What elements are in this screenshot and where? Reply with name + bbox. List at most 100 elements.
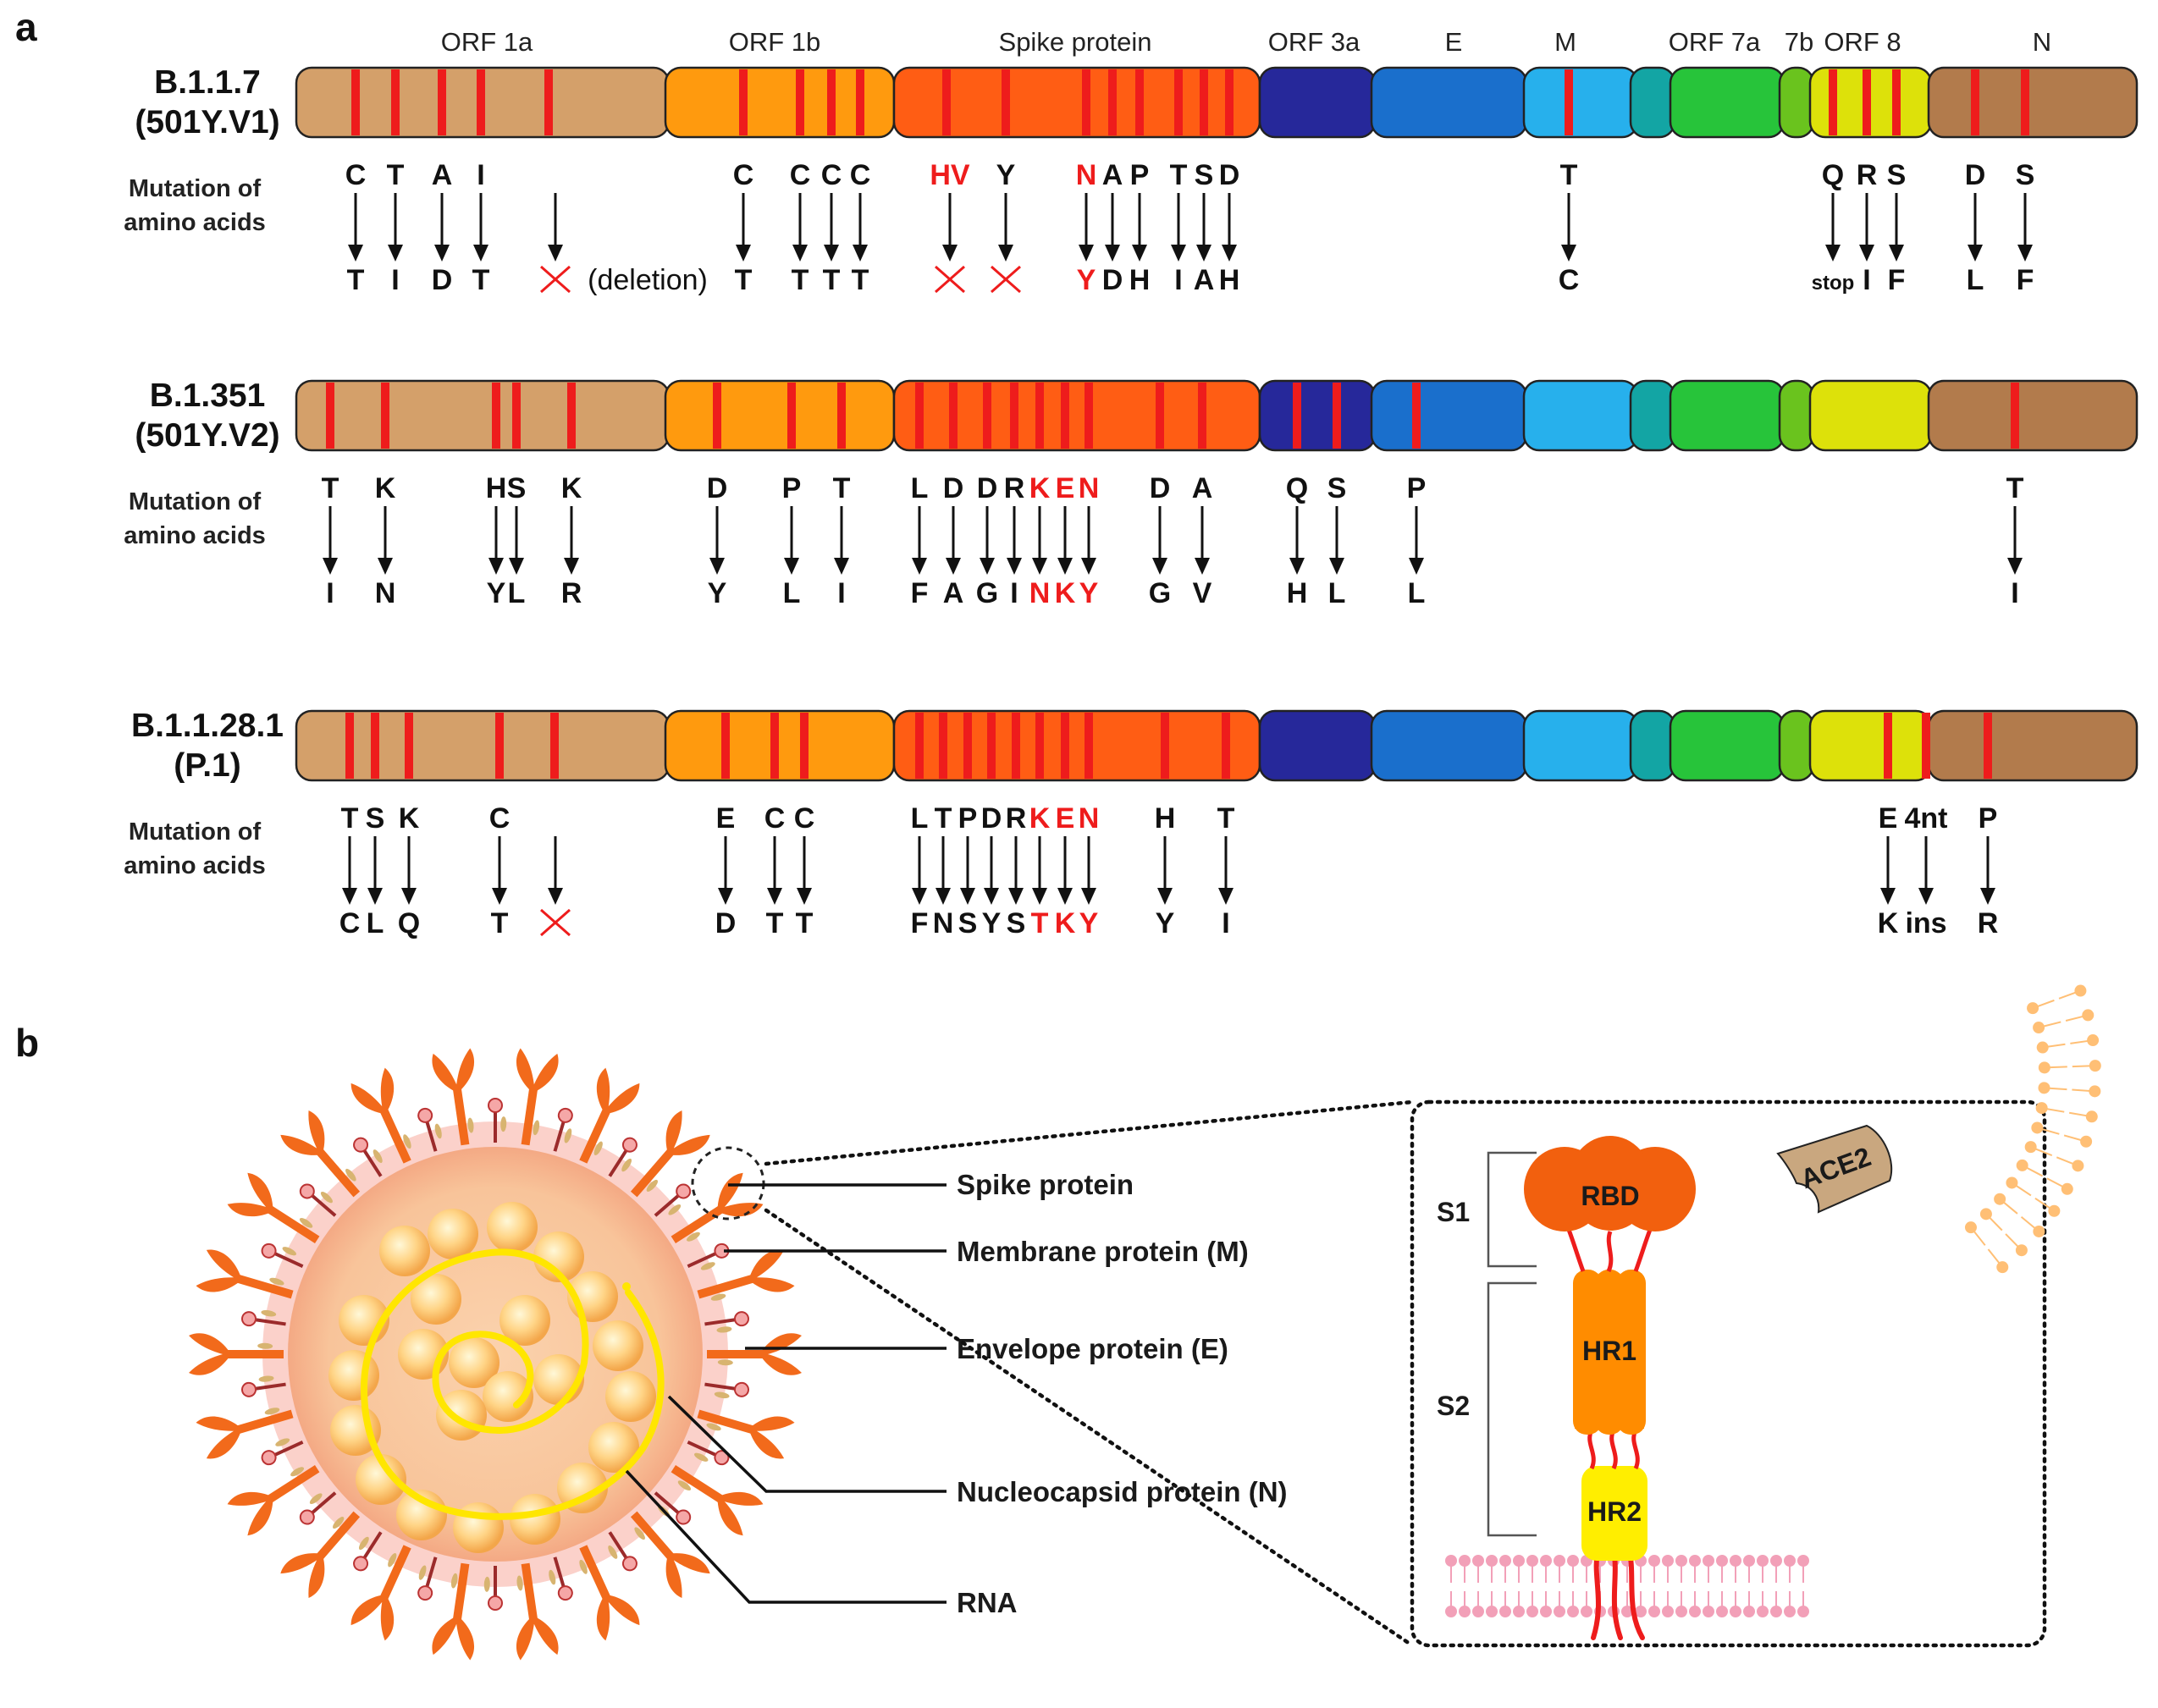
spike-head <box>596 1594 640 1641</box>
envelope-protein <box>621 1158 632 1172</box>
mutation-stripe <box>800 713 809 779</box>
mutation-to-label: T <box>347 264 365 296</box>
membrane-protein-stem <box>687 1251 718 1268</box>
mutation-from-label: D <box>1965 159 1986 191</box>
envelope-protein <box>258 1375 274 1382</box>
mutation-from-label: H <box>1155 802 1176 835</box>
membrane-protein-stem <box>704 1382 737 1391</box>
mutation-from-label: T <box>1560 159 1578 191</box>
ace2-cell-membrane <box>1964 984 2101 1274</box>
spike-glycoprotein <box>196 1409 294 1459</box>
gene-label-spike-protein: Spike protein <box>999 27 1152 57</box>
mutation-from-label: E <box>1879 802 1898 835</box>
membrane-protein-stem <box>362 1148 383 1177</box>
ace2-lipid-tail-inner <box>2011 1182 2032 1197</box>
gene-label-orf-3a: ORF 3a <box>1268 27 1360 57</box>
gene-segment-orf-3a <box>1258 709 1377 782</box>
mutation-arrow-head <box>1980 888 1995 905</box>
mutation-to-label: S <box>1007 907 1026 939</box>
mutation-arrow-head <box>564 558 579 575</box>
mutation-from-label: D <box>977 472 998 504</box>
mutation-stripe <box>550 713 559 779</box>
mutation-stripe <box>351 69 360 135</box>
mutation-arrow-head <box>946 558 961 575</box>
membrane-protein-stem <box>273 1441 304 1457</box>
mutation-from-label: P <box>782 472 802 504</box>
membrane-protein <box>704 1381 750 1397</box>
mutation-from-label: HV <box>930 159 970 191</box>
mutation-arrow-head <box>1081 558 1096 575</box>
nucleocapsid-bead <box>510 1494 560 1545</box>
mutation-arrow-head <box>1105 245 1120 262</box>
ace2-lipid-tail-inner <box>1985 1213 2003 1231</box>
spike-glycoprotein <box>697 1249 795 1299</box>
rbd-label: RBD <box>1581 1181 1639 1211</box>
mutation-arrow-head <box>2007 558 2023 575</box>
mutation-label-line2: amino acids <box>124 522 266 549</box>
spike-head <box>350 1594 395 1641</box>
ace2-lipid-tail-inner <box>1970 1226 1986 1246</box>
membrane-protein-head <box>714 1242 730 1259</box>
envelope-protein-body <box>564 1128 572 1143</box>
lipid-head-top <box>1472 1555 1484 1567</box>
nucleocapsid-bead <box>483 1371 533 1422</box>
spike-head <box>596 1067 640 1115</box>
membrane-protein-head <box>734 1381 750 1397</box>
envelope-protein-body <box>579 1559 588 1574</box>
spike-head <box>280 1110 325 1155</box>
envelope-protein <box>269 1277 284 1286</box>
mutation-label-line1: Mutation of <box>129 175 262 202</box>
envelope-protein-body <box>309 1493 323 1504</box>
nucleocapsid-bead <box>411 1274 461 1325</box>
mutation-to-label: A <box>1194 264 1215 296</box>
membrane-protein <box>608 1531 637 1572</box>
spike-glycoprotein <box>707 1333 802 1375</box>
gene-segment-orf6 <box>1629 66 1676 139</box>
mutation-to-label: C <box>339 907 361 939</box>
ace2-lipid-tail-inner <box>1999 1198 2018 1215</box>
lipid-head-bottom <box>1581 1606 1592 1617</box>
envelope-protein-body <box>290 1467 305 1477</box>
envelope-protein-body <box>677 1480 692 1491</box>
mutation-arrow-head <box>401 888 417 905</box>
envelope-protein-body <box>646 1179 658 1192</box>
membrane-protein <box>299 1491 337 1525</box>
spike-head <box>227 1172 273 1217</box>
nucleocapsid-bead <box>379 1226 430 1276</box>
envelope-protein <box>516 1575 523 1591</box>
mutation-to-label: T <box>1031 907 1049 939</box>
nucleocapsid-bead <box>487 1202 538 1253</box>
membrane-protein-stem <box>687 1441 718 1457</box>
ace2-lipid-head-outer <box>2048 1204 2061 1217</box>
mutation-stripe <box>949 383 958 449</box>
mutation-from-label: H <box>486 472 507 504</box>
mutation-label-line1: Mutation of <box>129 818 262 846</box>
spike-stalk <box>671 1204 726 1244</box>
mutation-stripe <box>381 383 389 449</box>
virion-legend: Spike protein Membrane protein (M) Envel… <box>957 1169 1288 1618</box>
spike-head <box>432 1615 475 1661</box>
mutation-to-label: I <box>1863 264 1870 296</box>
mutation-from-label: S <box>2016 159 2035 191</box>
gene-segment-m <box>1522 709 1639 782</box>
mutation-stripe <box>856 69 864 135</box>
mutation-arrow-head <box>2017 245 2033 262</box>
spike-stalk <box>234 1274 294 1299</box>
mutation-stripe <box>1085 713 1093 779</box>
gene-label-orf-1a: ORF 1a <box>441 27 533 57</box>
s2-label: S2 <box>1437 1391 1470 1421</box>
spike-glycoprotein <box>227 1172 320 1244</box>
spike-glycoprotein <box>432 1048 475 1146</box>
mutation-arrow-head <box>378 558 393 575</box>
mutation-from-label: D <box>943 472 964 504</box>
membrane-protein-head <box>240 1381 257 1397</box>
gene-label-m: M <box>1554 27 1576 57</box>
mutation-stripe <box>1293 383 1301 449</box>
virion-surface-proteins <box>189 1048 802 1661</box>
mutation-stripe <box>983 383 991 449</box>
mutation-arrow-head <box>936 888 951 905</box>
mutation-to-label: Y <box>982 907 1002 939</box>
mutation-from-label: N <box>1079 472 1100 504</box>
mutation-to-label: T <box>823 264 841 296</box>
